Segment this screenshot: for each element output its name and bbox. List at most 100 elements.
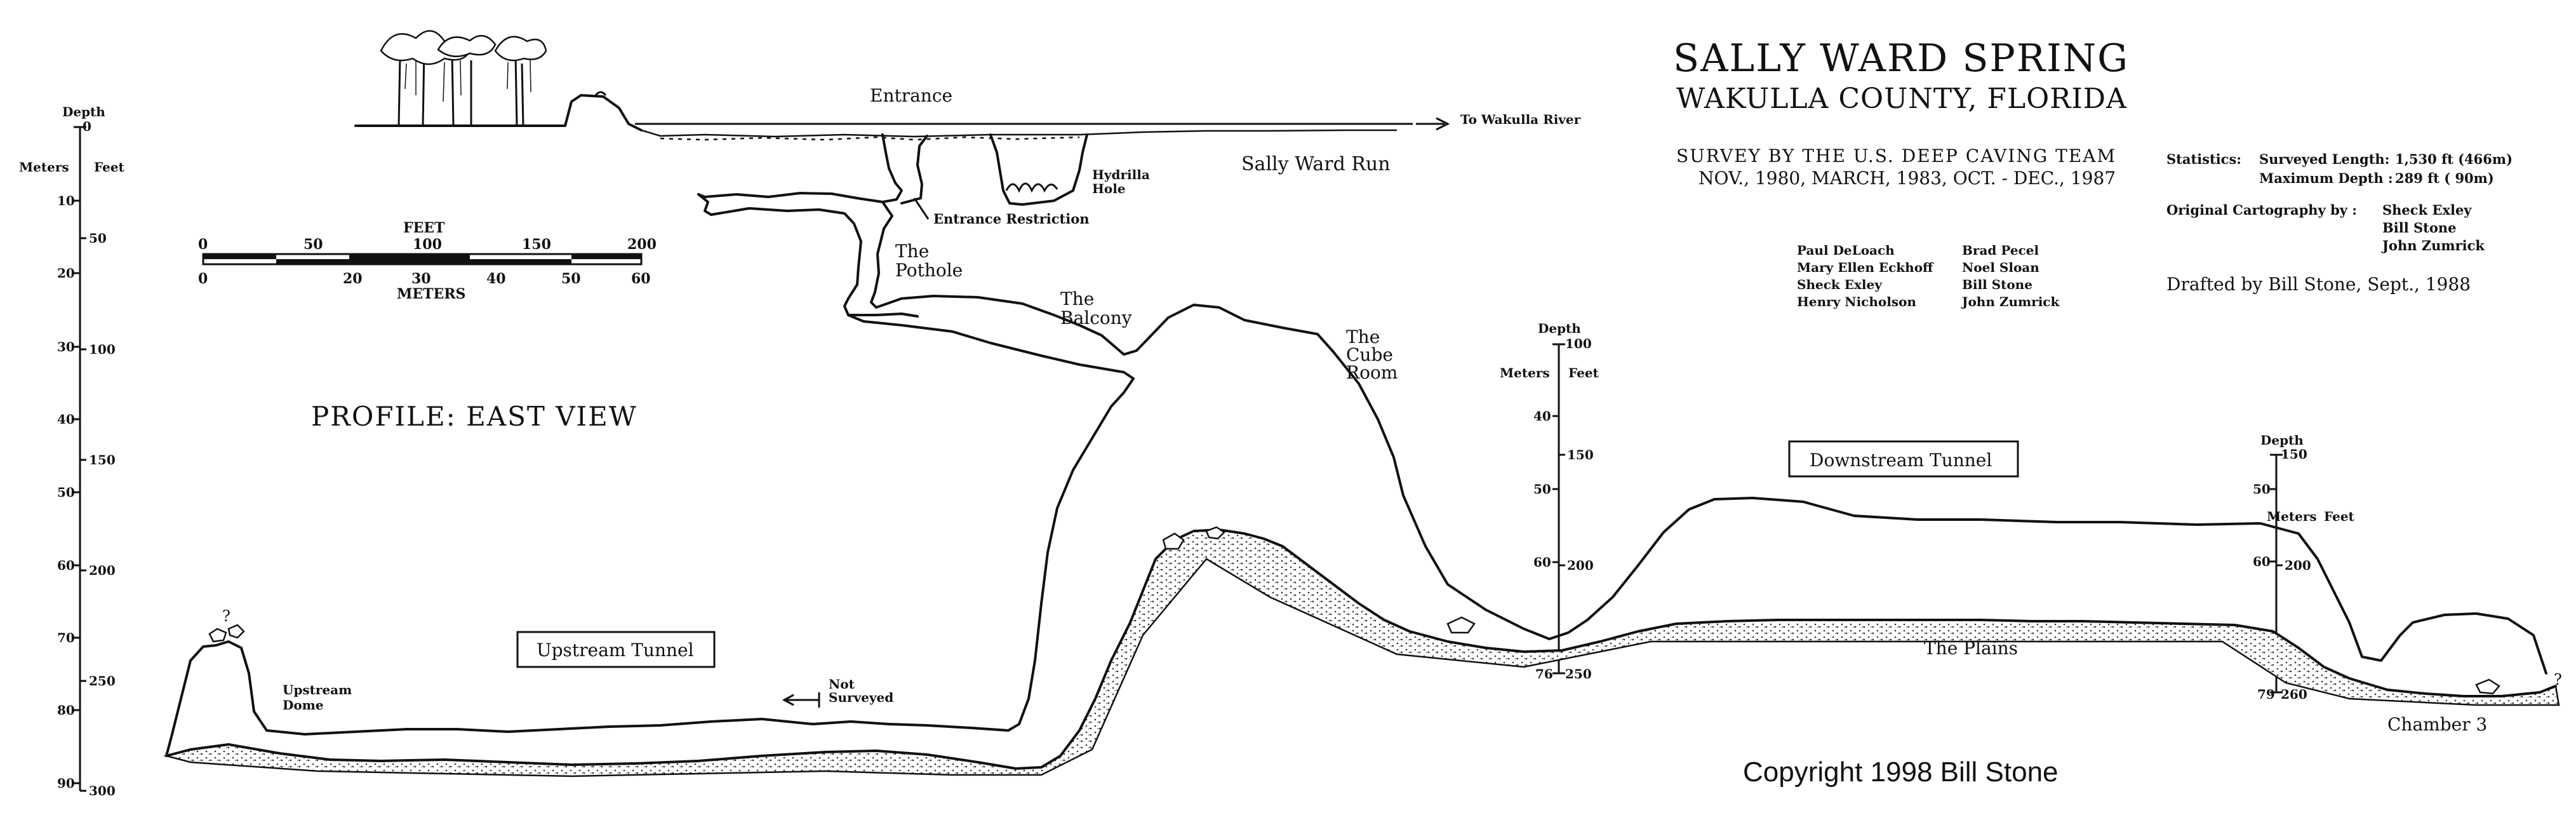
scale-feet-tick: 150 [522, 236, 551, 253]
meters-label: Meters [2267, 509, 2317, 524]
max-depth-value: 289 ft ( 90m) [2395, 170, 2494, 186]
depth-header: Depth [1538, 321, 1581, 336]
balcony-floor [847, 314, 1135, 732]
scale-feet-tick: 200 [627, 236, 657, 253]
depth-meter-tick: 50 [57, 485, 75, 500]
cartographer-name: John Zumrick [2381, 238, 2485, 253]
feet-label: Feet [1568, 365, 1599, 380]
team-member: Bill Stone [1962, 277, 2032, 292]
map-title: SALLY WARD SPRING [1673, 36, 2129, 81]
label-to-river: To Wakulla River [1460, 112, 1581, 127]
depth-zero: 0 [83, 119, 91, 134]
scale-meter-tick: 20 [343, 271, 363, 287]
label-question-chamber: ? [2554, 671, 2562, 689]
copyright: Copyright 1998 Bill Stone [1743, 756, 2059, 788]
label-upstream-tunnel: Upstream Tunnel [537, 640, 694, 661]
scale-meters-label: METERS [397, 286, 465, 302]
surface-trees [380, 30, 547, 126]
scale-meter-tick: 50 [561, 271, 581, 287]
label-pothole: The [895, 241, 929, 262]
label-cube-room: The [1346, 326, 1380, 347]
depth-meter-tick: 40 [1533, 408, 1551, 424]
profile-view-title: PROFILE: EAST VIEW [311, 401, 637, 432]
run-riverbed-inner [660, 136, 1080, 141]
scale-meter-tick: 60 [631, 271, 651, 287]
label-balcony: The [1060, 288, 1094, 309]
label-pothole: Pothole [895, 260, 963, 281]
run-riverbed [641, 129, 1397, 138]
team-member: Brad Pecel [1962, 243, 2039, 258]
team-member: Paul DeLoach [1797, 243, 1895, 258]
scale-meter-tick: 30 [411, 271, 431, 287]
team-member: Henry Nicholson [1797, 294, 1916, 309]
depth-feet-tick: 200 [1567, 558, 1594, 573]
survey-credit: SURVEY BY THE U.S. DEEP CAVING TEAM [1676, 145, 2116, 166]
depth-feet-tick: 260 [2281, 687, 2307, 702]
label-hydrilla: Hydrilla [1092, 167, 1150, 182]
hydrilla-hole [989, 133, 1088, 206]
depth-feet-tick: 200 [2285, 558, 2311, 573]
depth-feet-tick: 250 [1565, 666, 1592, 682]
scale-feet-tick: 100 [413, 236, 442, 253]
depth-header: Depth [2260, 433, 2304, 448]
depth-meter-tick: 40 [57, 412, 75, 427]
breakdown-boulders [208, 526, 2500, 695]
label-chamber: Chamber 3 [2387, 714, 2487, 735]
upstream-tunnel-box [516, 631, 716, 668]
team-member: John Zumrick [1961, 294, 2060, 309]
entrance-house [594, 91, 607, 96]
depth-feet-tick: 50 [89, 231, 107, 246]
statistics-label: Statistics: [2166, 151, 2241, 167]
scale-feet-tick: 0 [198, 236, 208, 253]
depth-meter-tick: 70 [57, 630, 75, 645]
depth-feet-tick: 200 [89, 563, 116, 578]
survey-dates: NOV., 1980, MARCH, 1983, OCT. - DEC., 19… [1698, 168, 2116, 189]
surveyed-length-label: Surveyed Length: [2259, 151, 2389, 167]
downstream-tunnel-box [1788, 440, 2019, 478]
depth-meter-tick: 50 [1533, 481, 1551, 497]
label-not-surveyed: Not [829, 676, 855, 692]
depth-meter-tick: 60 [1533, 555, 1551, 570]
depth-scale-main: Depth 0 Meters Feet 10 20 30 40 50 60 70… [19, 104, 125, 798]
depth-header: Depth [62, 104, 105, 119]
depth-feet-tick: 300 [89, 783, 116, 798]
upper-ledge-ceiling [697, 193, 919, 318]
depth-meter-tick: 60 [2253, 554, 2271, 569]
label-cube-room: Room [1346, 362, 1398, 383]
label-entrance-restriction: Entrance Restriction [933, 211, 1090, 227]
depth-meter-tick: 10 [57, 193, 75, 208]
label-cube-room: Cube [1346, 344, 1393, 365]
drafted-credit: Drafted by Bill Stone, Sept., 1988 [2166, 274, 2471, 295]
depth-feet-tick: 150 [89, 452, 116, 467]
label-upstream-dome: Upstream [283, 682, 352, 697]
scale-feet-label: FEET [403, 220, 445, 236]
restriction-leader [913, 198, 930, 220]
pothole-wall [870, 201, 893, 309]
max-depth-label: Maximum Depth : [2259, 170, 2393, 186]
depth-top: 150 [2281, 447, 2307, 462]
main-floor-line [165, 528, 2557, 770]
scale-meter-tick: 0 [198, 271, 208, 287]
cartography-label: Original Cartography by : [2166, 202, 2357, 218]
depth-scale-mid: Depth 100 Meters Feet 40 50 60 150 200 7… [1500, 321, 1599, 682]
label-hydrilla: Hole [1092, 181, 1126, 196]
cave-ceiling-entrance [697, 133, 903, 203]
depth-meter-tick: 20 [57, 266, 75, 281]
depth-meter-tick: 79 [2257, 687, 2275, 702]
label-question-dome: ? [222, 607, 230, 625]
team-member: Mary Ellen Eckhoff [1797, 260, 1934, 275]
label-downstream-tunnel: Downstream Tunnel [1810, 450, 1992, 471]
depth-meter-tick: 60 [57, 558, 75, 573]
depth-feet-tick: 100 [89, 342, 116, 357]
label-run: Sally Ward Run [1241, 153, 1391, 175]
scale-feet-tick: 50 [304, 236, 323, 253]
label-plains: The Plains [1924, 638, 2018, 659]
meters-label: Meters [19, 159, 69, 175]
hydrilla-plants [1005, 182, 1058, 193]
depth-meter-tick: 76 [1535, 666, 1553, 682]
to-river-arrow [1416, 117, 1450, 131]
cartographer-name: Sheck Exley [2382, 202, 2472, 218]
scale-meter-tick: 40 [486, 271, 506, 287]
label-entrance: Entrance [870, 85, 952, 106]
